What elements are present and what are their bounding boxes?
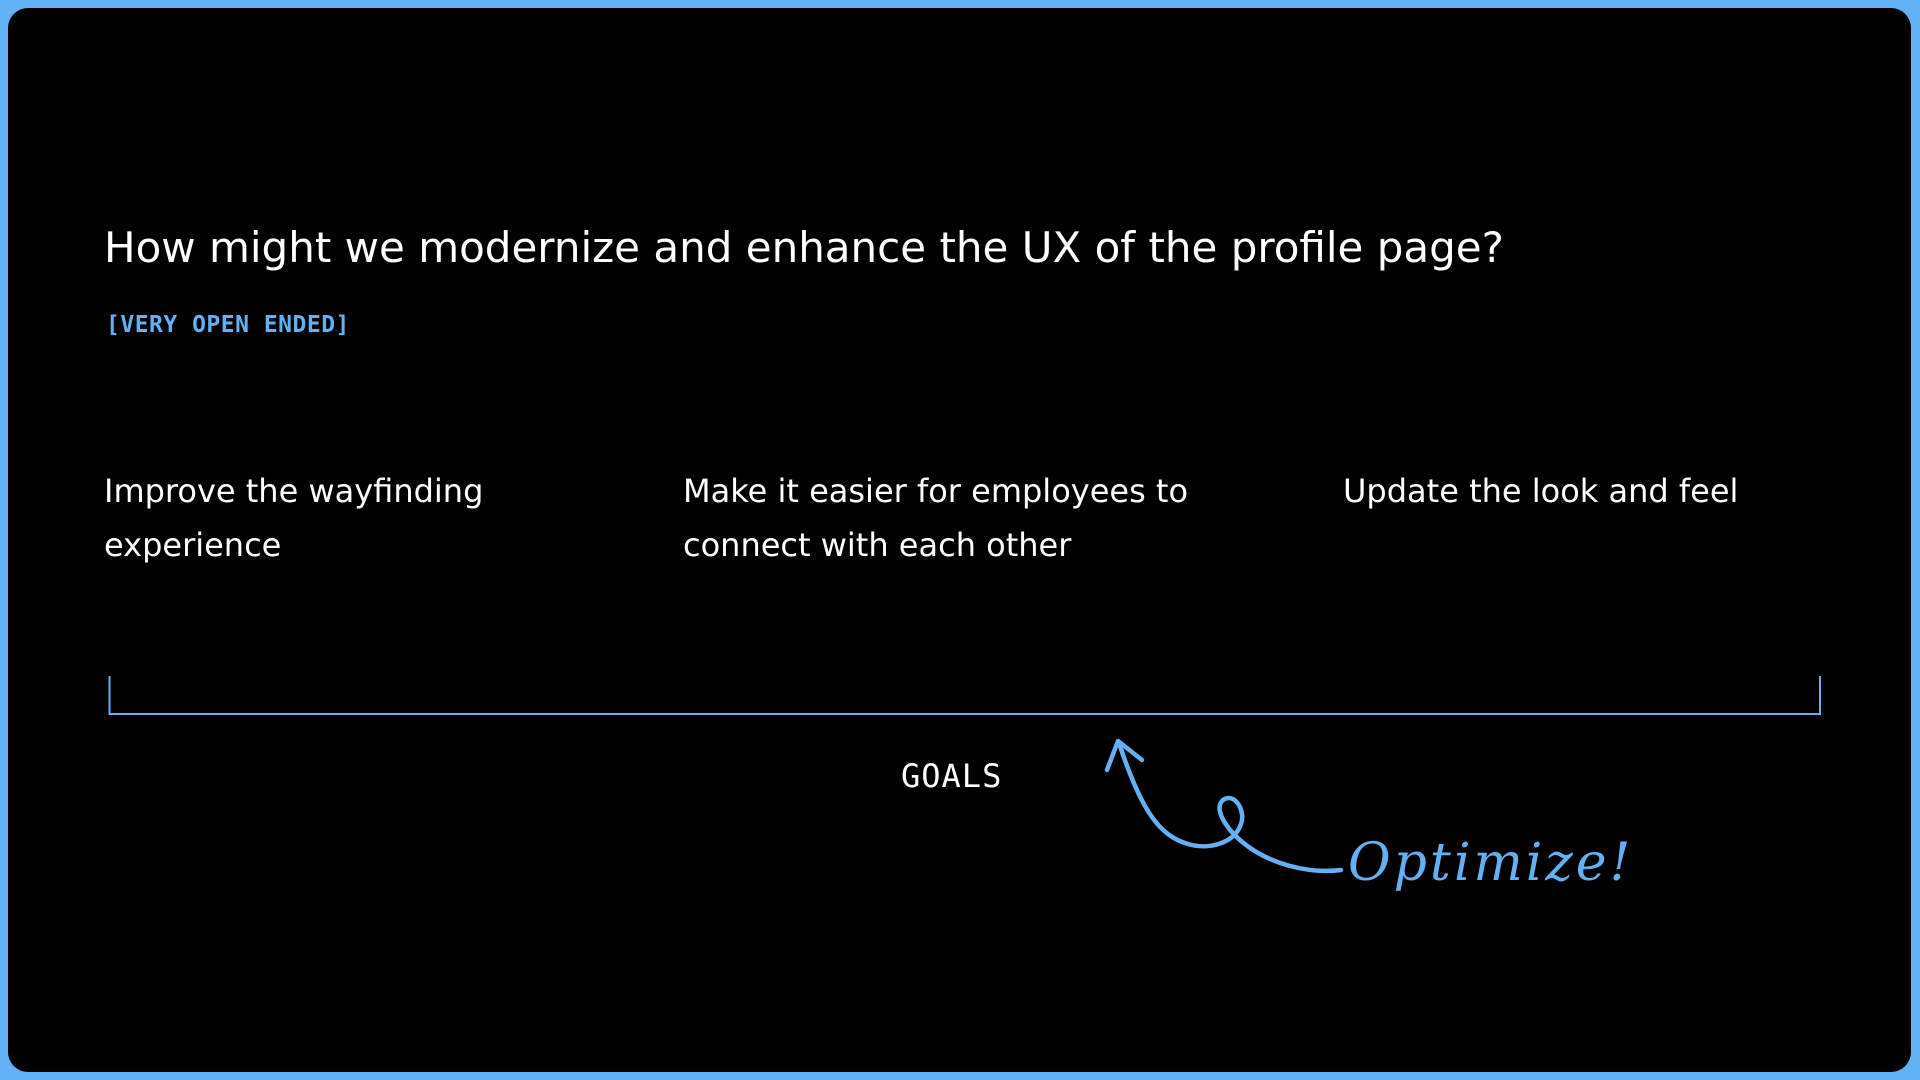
slide-canvas: How might we modernize and enhance the U… (8, 8, 1911, 1072)
goal-item-wayfinding: Improve the wayfinding experience (104, 472, 484, 564)
goal-item-look-and-feel: Update the look and feel (1343, 472, 1739, 510)
open-ended-tag: [VERY OPEN ENDED] (106, 312, 350, 338)
optimize-annotation: Optimize! (1348, 833, 1634, 893)
goals-bracket (108, 676, 1821, 715)
goals-label: GOALS (901, 757, 1003, 795)
slide-question: How might we modernize and enhance the U… (104, 223, 1504, 272)
goal-item-connect: Make it easier for employees to connect … (683, 472, 1189, 564)
hand-drawn-arrow-icon (1104, 738, 1344, 874)
